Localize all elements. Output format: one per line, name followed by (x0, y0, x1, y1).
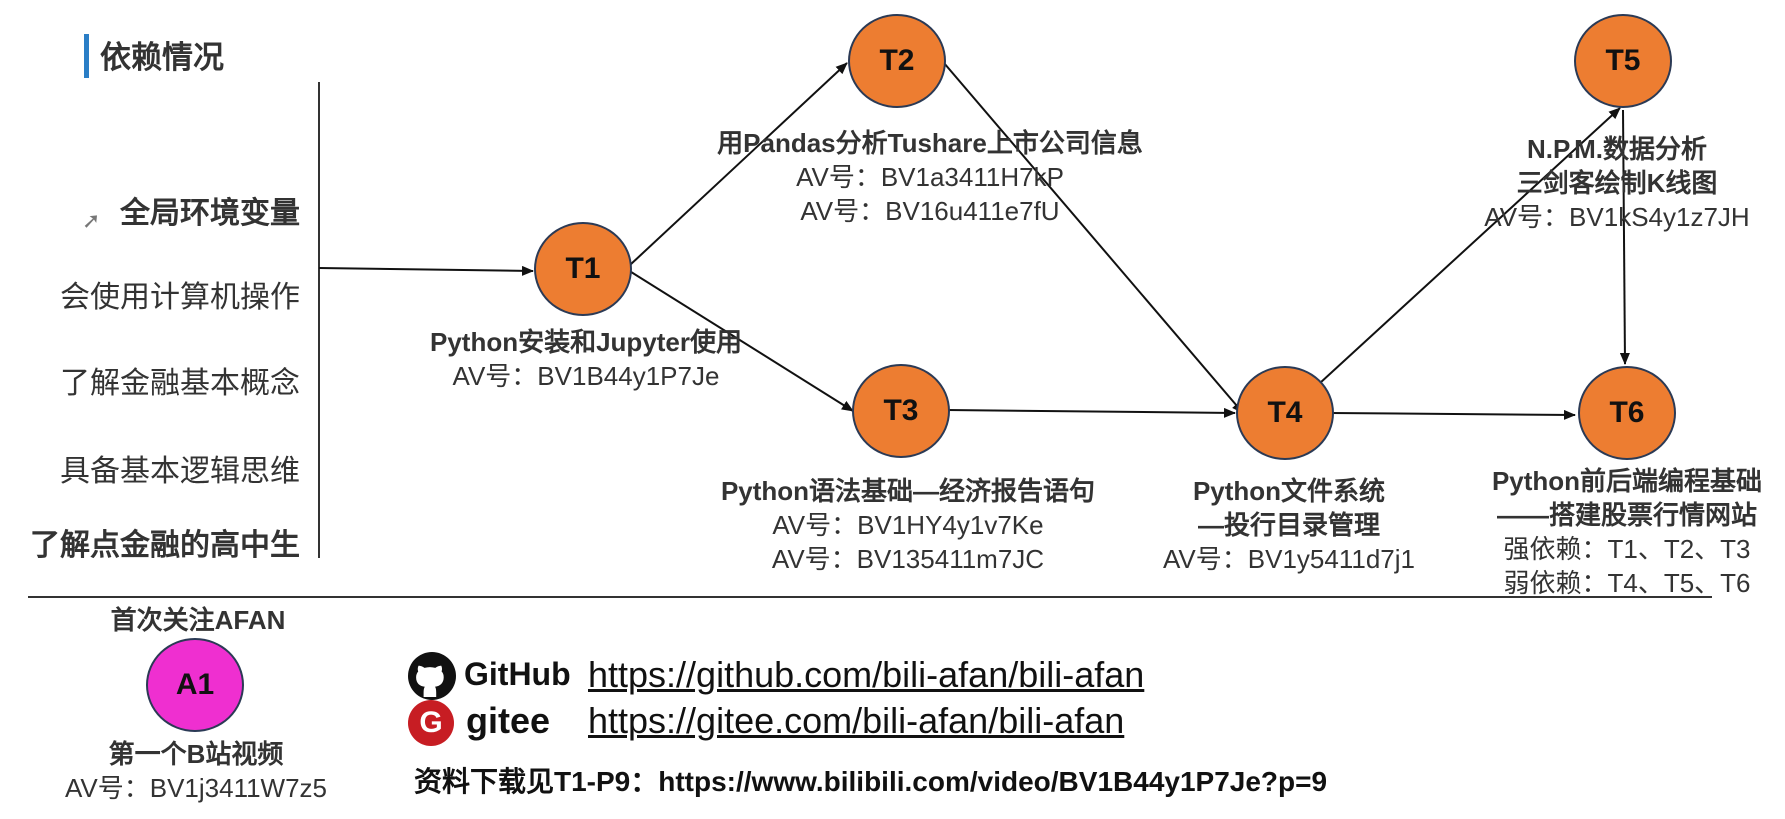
node-t3-av: AV号：BV135411m7JC (771, 544, 1045, 574)
node-a1-av: AV号：BV1j3411W7z5 (64, 773, 328, 803)
arrow-t2-t4 (943, 62, 1244, 414)
arrow-t4-t6 (1329, 409, 1576, 420)
node-t5-av: AV号：BV1kS4y1z7JH (1484, 202, 1750, 232)
arrow-t1-t3 (627, 269, 854, 412)
node-t1: T1 (534, 222, 632, 316)
arrow-req-t1 (318, 265, 534, 276)
requirement-item: 了解金融基本概念 (60, 367, 300, 400)
node-t5-label: N.P.M.数据分析 三剑客绘制K线图 AV号：BV1kS4y1z7JH (1484, 132, 1749, 234)
node-t2-title: 用Pandas分析Tushare上市公司信息 (717, 128, 1143, 158)
node-a1-header: 首次关注AFAN (111, 603, 286, 637)
node-t4-label: Python文件系统 —投行目录管理 AV号：BV1y5411d7j1 (1163, 474, 1415, 576)
node-t3: T3 (852, 364, 950, 458)
cursor-icon: ➚ (82, 208, 101, 233)
node-t6-title: ——搭建股票行情网站 (1496, 500, 1758, 530)
node-t1-title: Python安装和Jupyter使用 (429, 327, 743, 357)
requirement-item: 会使用计算机操作 (60, 281, 300, 314)
requirement-item: 全局环境变量 (120, 197, 300, 230)
node-a1-title: 第一个B站视频 (108, 739, 284, 769)
node-t4-av: AV号：BV1y5411d7j1 (1163, 544, 1415, 574)
github-label: GitHub (464, 656, 571, 692)
node-t2-label: 用Pandas分析Tushare上市公司信息 AV号：BV1a3411H7kP … (717, 126, 1143, 228)
node-t3-title: Python语法基础—经济报告语句 (720, 476, 1096, 506)
requirement-item: 具备基本逻辑思维 (60, 455, 300, 488)
node-a1-label: 第一个B站视频 AV号：BV1j3411W7z5 (65, 737, 327, 805)
github-icon (408, 652, 456, 700)
node-t3-av: AV号：BV1HY4y1v7Ke (772, 510, 1044, 540)
node-t5-title: 三剑客绘制K线图 (1516, 168, 1718, 198)
node-t6: T6 (1578, 366, 1676, 460)
node-t5: T5 (1574, 14, 1672, 108)
node-t6-label: Python前后端编程基础 ——搭建股票行情网站 强依赖：T1、T2、T3 弱依… (1492, 464, 1762, 600)
page-title: 依赖情况 (100, 40, 224, 75)
node-t3-label: Python语法基础—经济报告语句 AV号：BV1HY4y1v7Ke AV号：B… (721, 474, 1095, 576)
node-a1: A1 (146, 638, 244, 732)
node-t4-title: Python文件系统 (1192, 476, 1386, 506)
node-a1-header-text: 首次关注AFAN (110, 605, 286, 635)
download-note: 资料下载见T1-P9：https://www.bilibili.com/vide… (414, 766, 1328, 797)
node-t2-av: AV号：BV16u411e7fU (800, 196, 1060, 226)
node-t4: T4 (1236, 366, 1334, 460)
arrow-t1-t2 (629, 62, 848, 266)
node-t2-av: AV号：BV1a3411H7kP (796, 162, 1064, 192)
node-t4-title: —投行目录管理 (1197, 510, 1380, 540)
node-t6-title: Python前后端编程基础 (1491, 466, 1763, 496)
node-t6-dep: 强依赖：T1、T2、T3 (1503, 534, 1751, 564)
node-t2: T2 (848, 14, 946, 108)
github-link[interactable]: https://github.com/bili-afan/bili-afan (588, 654, 1145, 695)
node-t6-dep: 弱依赖：T4、T5、T6 (1503, 568, 1751, 598)
gitee-link[interactable]: https://gitee.com/bili-afan/bili-afan (588, 700, 1125, 741)
requirement-item: 了解点金融的高中生 (30, 529, 300, 562)
arrow-t5-t6 (1619, 109, 1630, 365)
node-t1-av: AV号：BV1B44y1P7Je (452, 361, 720, 391)
gitee-label: gitee (466, 700, 551, 741)
title-accent-bar (84, 34, 89, 78)
arrow-t4-t5 (1319, 107, 1621, 384)
gitee-icon: G (408, 700, 454, 746)
node-t5-title: N.P.M.数据分析 (1526, 134, 1708, 164)
arrow-t3-t4 (946, 407, 1236, 418)
node-t1-label: Python安装和Jupyter使用 AV号：BV1B44y1P7Je (430, 325, 742, 393)
